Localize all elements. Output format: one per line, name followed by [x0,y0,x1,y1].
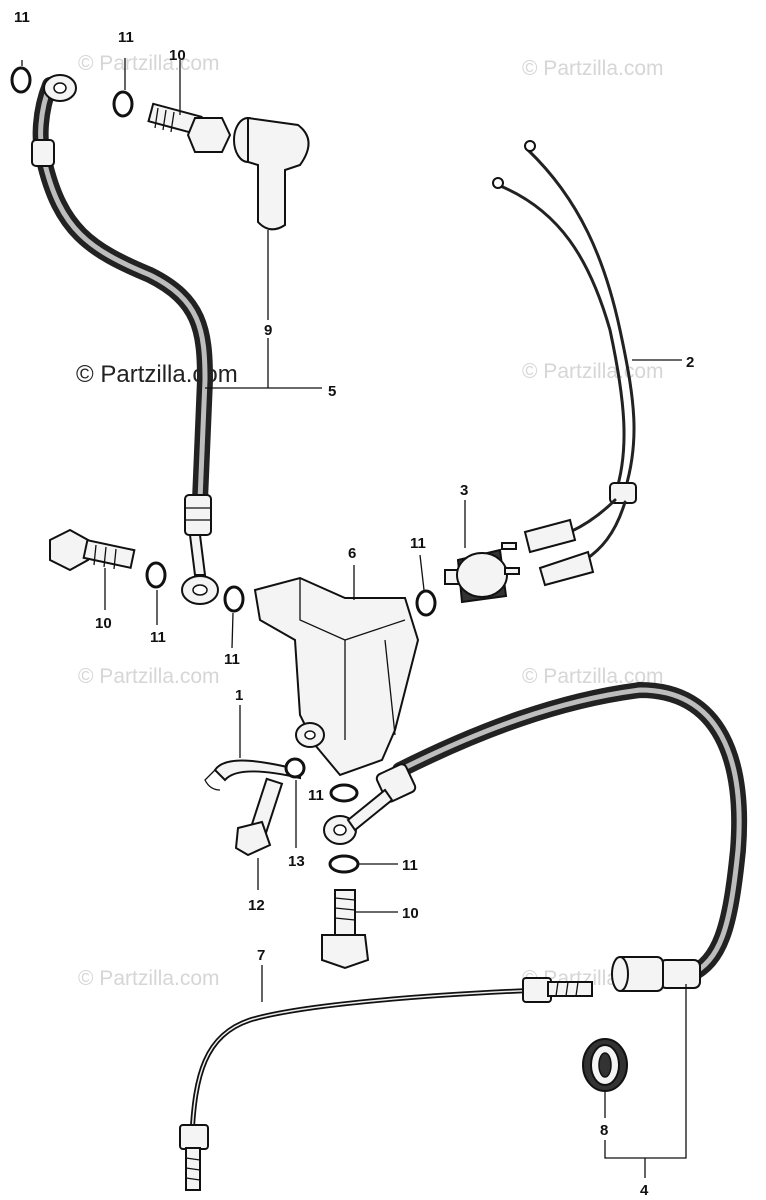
callout-5: 5 [328,383,336,400]
callout-10: 10 [169,47,186,64]
callout-11: 11 [308,787,324,804]
watermark: © Partzilla.com [78,665,220,688]
callout-9: 9 [264,322,272,339]
clamp [204,757,306,857]
watermark: © Partzilla.com [522,665,664,688]
callout-1: 1 [235,687,243,704]
washers [10,66,437,874]
wire-connector [523,518,577,554]
brake-switch-wire [492,140,637,587]
callouts: 11 11 10 9 5 2 3 6 11 10 11 11 1 11 13 1… [14,9,694,1199]
callout-8: 8 [600,1122,608,1139]
callout-7: 7 [257,947,265,964]
washer [112,90,134,118]
three-way-joint [253,576,420,777]
callout-11: 11 [410,535,426,552]
brake-pipe [179,977,593,1191]
washer [329,783,359,803]
callout-4: 4 [640,1182,649,1199]
wire-connector [538,550,595,587]
washer [145,561,167,589]
callout-13: 13 [288,853,305,870]
callout-11: 11 [118,29,134,46]
banjo-bolt-upper [147,102,232,153]
callout-12: 12 [248,897,265,914]
banjo-bolt-lower [321,815,370,970]
callout-10: 10 [402,905,419,922]
callout-3: 3 [460,482,468,499]
banjo-bolt-left [49,528,136,572]
watermark-main: © Partzilla.com [76,361,238,388]
hose-fitting [31,139,55,167]
upper-brake-hose [31,74,219,605]
washer [328,854,360,874]
brake-switch [444,542,520,604]
bolt-head [234,820,272,857]
grommet [582,1038,628,1092]
callout-11: 11 [402,857,418,874]
callout-11: 11 [150,629,166,646]
hose-fitting [184,494,212,536]
rubber-boot [233,116,310,231]
washer [10,66,32,94]
watermark: © Partzilla.com [522,360,664,383]
washer [284,757,306,779]
callout-10: 10 [95,615,112,632]
callout-2: 2 [686,354,694,371]
washer [223,585,245,613]
lower-brake-hose [346,681,748,992]
callout-11: 11 [224,651,240,668]
leader-lines [21,58,687,1178]
watermark: © Partzilla.com [522,57,664,80]
watermark: © Partzilla.com [78,52,220,75]
watermarks: © Partzilla.com © Partzilla.com © Partzi… [76,52,664,990]
callout-11: 11 [14,9,30,26]
washer [415,589,437,617]
watermark: © Partzilla.com [78,967,220,990]
callout-6: 6 [348,545,356,562]
